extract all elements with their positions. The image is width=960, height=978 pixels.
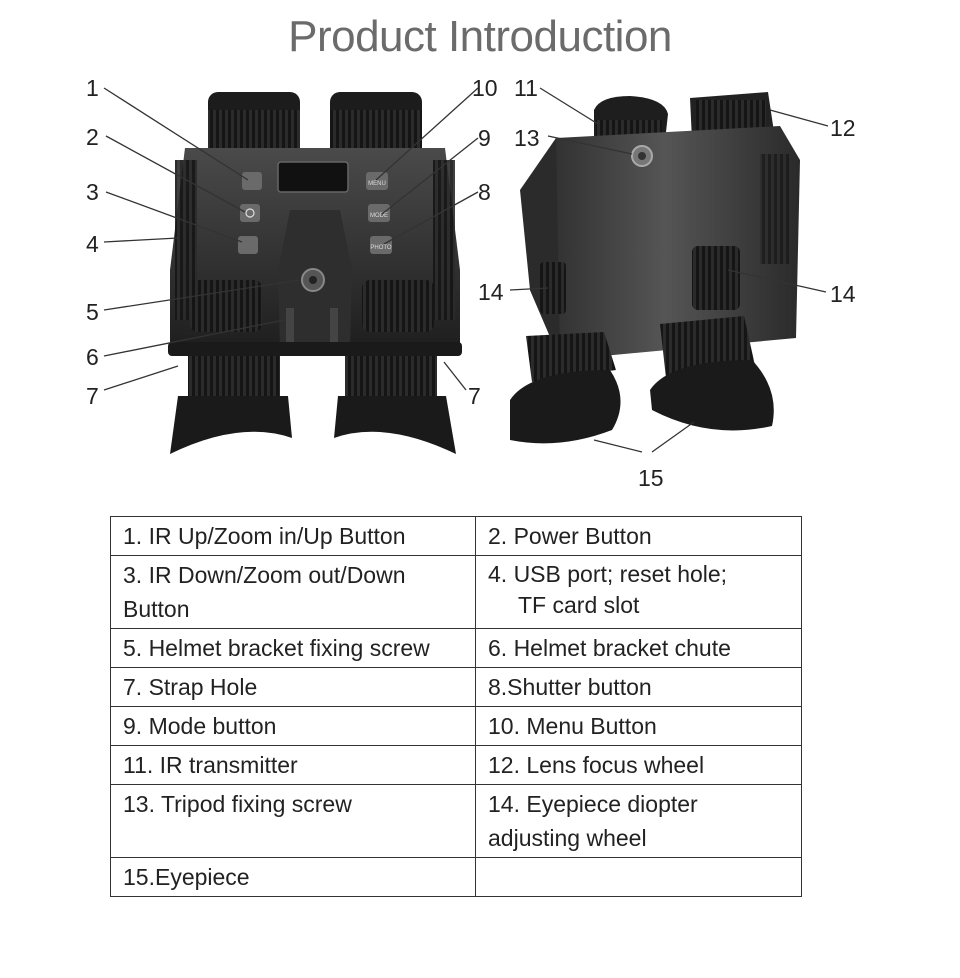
table-row: 3. IR Down/Zoom out/Down Button 4. USB p…	[110, 555, 802, 629]
power-icon	[245, 208, 255, 218]
ir-up-button[interactable]	[242, 172, 262, 190]
callout-10: 10	[472, 75, 498, 101]
callout-1: 1	[86, 75, 99, 101]
page-title: Product Introduction	[288, 12, 672, 61]
callout-9: 9	[478, 125, 491, 151]
callout-2: 2	[86, 124, 99, 150]
table-row: 7. Strap Hole 8.Shutter button	[110, 667, 802, 707]
table-row: 9. Mode button 10. Menu Button	[110, 706, 802, 746]
callout-7-right: 7	[468, 383, 481, 409]
shutter-button[interactable]	[370, 236, 392, 254]
binocular-diagram: MENU MODE PHOTO	[86, 75, 856, 491]
feature-cell: 11. IR transmitter	[110, 745, 476, 785]
callout-leaders	[103, 87, 829, 453]
right-button-column: MENU MODE PHOTO	[366, 172, 392, 254]
left-button-column	[238, 172, 262, 254]
feature-cell: 5. Helmet bracket fixing screw	[110, 628, 476, 668]
callout-8: 8	[478, 179, 491, 205]
feature-cell: 4. USB port; reset hole; TF card slot	[475, 555, 802, 629]
feature-line: 4. USB port; reset hole;	[488, 561, 728, 587]
menu-button[interactable]	[366, 172, 388, 190]
shutter-mark: PHOTO	[370, 245, 392, 251]
feature-cell: 15.Eyepiece	[110, 857, 476, 897]
feature-cell: 9. Mode button	[110, 706, 476, 746]
feature-cell	[475, 857, 802, 897]
feature-cell: 12. Lens focus wheel	[475, 745, 802, 785]
binocular-top-view: MENU MODE PHOTO	[168, 92, 462, 454]
callout-12: 12	[830, 115, 856, 141]
feature-cell: 6. Helmet bracket chute	[475, 628, 802, 668]
mode-button[interactable]	[368, 204, 390, 222]
table-row: 11. IR transmitter 12. Lens focus wheel	[110, 745, 802, 785]
feature-cell: 14. Eyepiece diopter adjusting wheel	[475, 784, 802, 858]
menu-mark: MENU	[368, 181, 386, 187]
feature-cell: 3. IR Down/Zoom out/Down Button	[110, 555, 476, 629]
table-row: 1. IR Up/Zoom in/Up Button 2. Power Butt…	[110, 516, 802, 556]
table-row: 13. Tripod fixing screw 14. Eyepiece dio…	[110, 784, 802, 858]
feature-cell: 8.Shutter button	[475, 667, 802, 707]
callout-5: 5	[86, 299, 99, 325]
callout-11: 11	[514, 75, 538, 101]
callout-numbers: 1 2 3 4 5 6 7 7 8 9 10 11 13 12 14 14 15	[86, 75, 856, 491]
callout-14-left: 14	[478, 279, 504, 305]
ir-down-button[interactable]	[238, 236, 258, 254]
feature-cell: 7. Strap Hole	[110, 667, 476, 707]
mode-mark: MODE	[370, 213, 388, 219]
table-row: 5. Helmet bracket fixing screw 6. Helmet…	[110, 628, 802, 668]
callout-14-right: 14	[830, 281, 856, 307]
callout-7-left: 7	[86, 383, 99, 409]
feature-line: TF card slot	[518, 592, 640, 618]
table-row: 15.Eyepiece	[110, 857, 802, 897]
power-button[interactable]	[240, 204, 260, 222]
feature-cell: 13. Tripod fixing screw	[110, 784, 476, 858]
callout-6: 6	[86, 344, 99, 370]
binocular-side-view	[510, 92, 800, 444]
callout-15: 15	[638, 465, 664, 491]
feature-cell: 10. Menu Button	[475, 706, 802, 746]
callout-13: 13	[514, 125, 540, 151]
feature-cell: 2. Power Button	[475, 516, 802, 556]
callout-3: 3	[86, 179, 99, 205]
callout-4: 4	[86, 231, 99, 257]
feature-table: 1. IR Up/Zoom in/Up Button 2. Power Butt…	[110, 516, 802, 897]
feature-cell: 1. IR Up/Zoom in/Up Button	[110, 516, 476, 556]
